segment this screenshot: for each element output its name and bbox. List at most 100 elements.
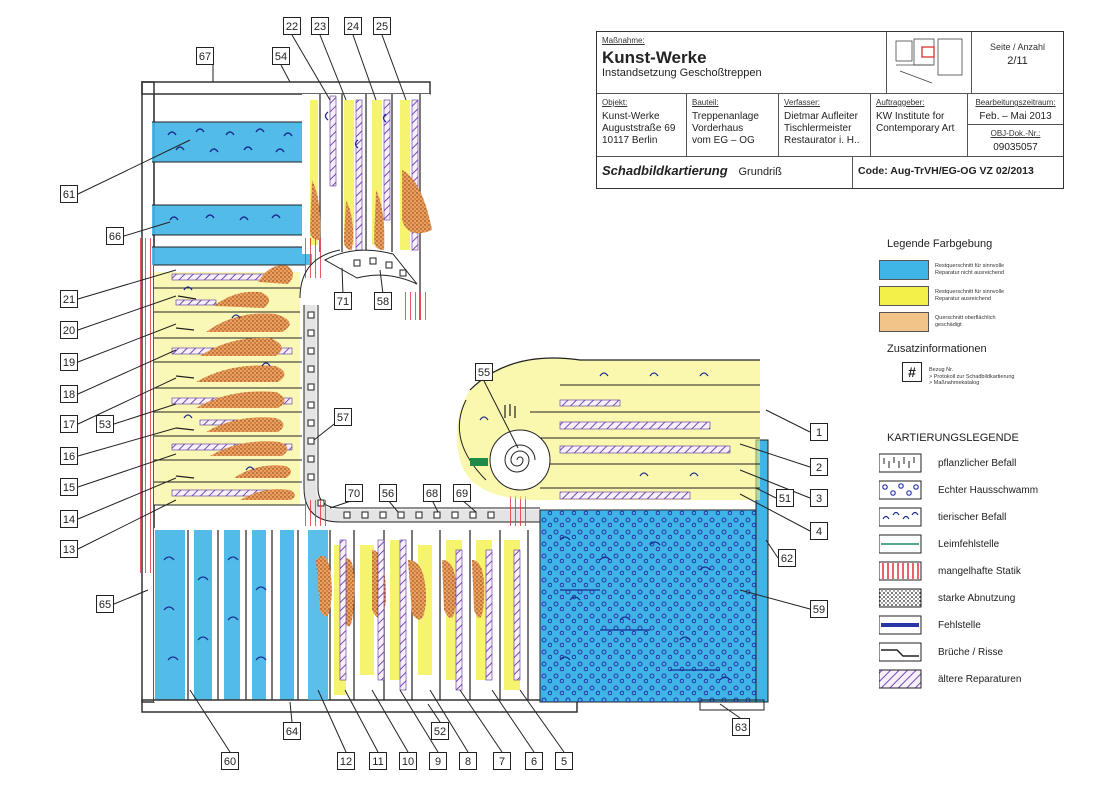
zeitraum-cell: Bearbeitungszeitraum: Feb. – Mai 2013 <box>968 94 1063 125</box>
page-value: 2/11 <box>1007 55 1028 67</box>
callout-label: 51 <box>776 489 794 507</box>
callout-label: 3 <box>810 489 828 507</box>
callout-label: 57 <box>334 408 352 426</box>
callout-label: 19 <box>60 353 78 371</box>
zeitraum-value: Feb. – Mai 2013 <box>979 111 1052 122</box>
drawing-subtitle: Grundriß <box>738 166 782 178</box>
crack-icon <box>879 642 922 662</box>
callout-label: 9 <box>429 752 447 770</box>
callout-label: 65 <box>96 595 114 613</box>
color-legend-text: Querschnitt oberflächlich geschädigt <box>935 315 996 328</box>
fungus-icon <box>879 480 922 500</box>
location-plan-cell <box>887 32 972 94</box>
mapping-legend-text: starke Abnutzung <box>938 593 1016 604</box>
statics-icon <box>879 561 922 581</box>
callout-label: 66 <box>106 227 124 245</box>
mapping-legend-text: Fehlstelle <box>938 620 981 631</box>
verfasser-cell: Verfasser: Dietmar Aufleiter Tischlermei… <box>779 94 871 157</box>
callout-label: 58 <box>374 292 392 310</box>
drawing-title: Schadbildkartierung <box>602 163 728 178</box>
insect-icon <box>879 507 922 527</box>
callout-label: 6 <box>525 752 543 770</box>
mapping-legend-text: mangelhafte Statik <box>938 566 1021 577</box>
callout-label: 11 <box>369 752 387 770</box>
callout-label: 59 <box>810 600 828 618</box>
massnahme-cell: Maßnahme: Kunst-Werke Instandsetzung Ges… <box>597 32 887 94</box>
callout-label: 24 <box>344 17 362 35</box>
callout-label: 1 <box>810 423 828 441</box>
color-swatch-orange <box>879 312 929 332</box>
mapping-legend-text: Leimfehlstelle <box>938 539 1000 550</box>
callout-label: 56 <box>379 484 397 502</box>
callout-label: 5 <box>555 752 573 770</box>
missing-icon <box>879 615 922 635</box>
callout-label: 69 <box>453 484 471 502</box>
color-legend-text: Restquerschnitt für sinnvolle Reparatur … <box>935 289 1005 302</box>
callout-label: 63 <box>732 718 750 736</box>
callout-label: 25 <box>373 17 391 35</box>
color-swatch-yellow <box>879 286 929 306</box>
page-caption: Seite / Anzahl <box>989 42 1046 52</box>
callout-label: 18 <box>60 385 78 403</box>
color-legend-text: Restquerschnitt für sinnvolle Reparatur … <box>935 263 1005 276</box>
callout-label: 22 <box>283 17 301 35</box>
mapping-legend-text: Brüche / Risse <box>938 647 1004 658</box>
info-legend-text: Bezug Nr. > Protokoll zur Schadbildkarti… <box>929 367 1015 386</box>
objekt-value: Kunst-Werke Auguststraße 69 10117 Berlin <box>602 111 676 146</box>
repair-icon <box>879 669 922 689</box>
callout-label: 17 <box>60 415 78 433</box>
callout-label: 54 <box>272 47 290 65</box>
verfasser-value: Dietmar Aufleiter Tischlermeister Restau… <box>784 111 860 146</box>
bauteil-value: Treppenanlage Vorderhaus vom EG – OG <box>692 111 759 146</box>
mapping-legend-text: ältere Reparaturen <box>938 674 1022 685</box>
objekt-cell: Objekt: Kunst-Werke Auguststraße 69 1011… <box>597 94 687 157</box>
callout-label: 68 <box>423 484 441 502</box>
callout-label: 4 <box>810 522 828 540</box>
callout-label: 20 <box>60 321 78 339</box>
bauteil-cell: Bauteil: Treppenanlage Vorderhaus vom EG… <box>687 94 779 157</box>
objdok-cell: OBJ-Dok.-Nr.: 09035057 <box>968 125 1063 157</box>
reference-symbol-icon: # <box>902 362 922 382</box>
project-subtitle: Instandsetzung Geschoßtreppen <box>602 67 762 79</box>
location-plan-thumbnail <box>895 38 963 84</box>
verfasser-caption: Verfasser: <box>784 98 821 107</box>
objdok-caption: OBJ-Dok.-Nr.: <box>990 129 1041 138</box>
color-swatch-blue <box>879 260 929 280</box>
callout-label: 53 <box>96 415 114 433</box>
mapping-legend-swatches <box>879 453 922 689</box>
objdok-value: 09035057 <box>993 142 1038 153</box>
callout-label: 23 <box>311 17 329 35</box>
wear-icon <box>879 588 922 608</box>
code-cell: Code: Aug-TrVH/EG-OG VZ 02/2013 <box>853 157 1063 188</box>
mapping-legend-text: tierischer Befall <box>938 512 1007 523</box>
callout-label: 8 <box>459 752 477 770</box>
objekt-caption: Objekt: <box>602 98 628 107</box>
callout-label: 21 <box>60 290 78 308</box>
callout-label: 16 <box>60 447 78 465</box>
mapping-legend-text: Echter Hausschwamm <box>938 485 1039 496</box>
callout-label: 14 <box>60 510 78 528</box>
drawing-title-cell: Schadbildkartierung Grundriß <box>597 157 853 188</box>
callout-label: 70 <box>345 484 363 502</box>
callout-label: 52 <box>431 722 449 740</box>
callout-label: 10 <box>399 752 417 770</box>
bauteil-caption: Bauteil: <box>692 98 719 107</box>
callout-label: 2 <box>810 458 828 476</box>
callout-label: 62 <box>778 549 796 567</box>
info-legend-title: Zusatzinformationen <box>887 343 987 355</box>
callout-label: 64 <box>283 722 301 740</box>
mapping-legend-text: pflanzlicher Befall <box>938 458 1017 469</box>
auftraggeber-cell: Auftraggeber: KW Institute for Contempor… <box>871 94 968 157</box>
drawing-code: Code: Aug-TrVH/EG-OG VZ 02/2013 <box>858 165 1034 177</box>
callout-label: 13 <box>60 540 78 558</box>
auftraggeber-caption: Auftraggeber: <box>876 98 925 107</box>
callout-label: 15 <box>60 478 78 496</box>
auftraggeber-value: KW Institute for Contemporary Art <box>876 111 955 134</box>
mapping-legend-title: KARTIERUNGSLEGENDE <box>887 432 1019 444</box>
project-name: Kunst-Werke <box>602 48 707 67</box>
callout-label: 7 <box>493 752 511 770</box>
callout-label: 61 <box>60 185 78 203</box>
callout-label: 12 <box>337 752 355 770</box>
zeitraum-caption: Bearbeitungszeitraum: <box>975 98 1056 107</box>
